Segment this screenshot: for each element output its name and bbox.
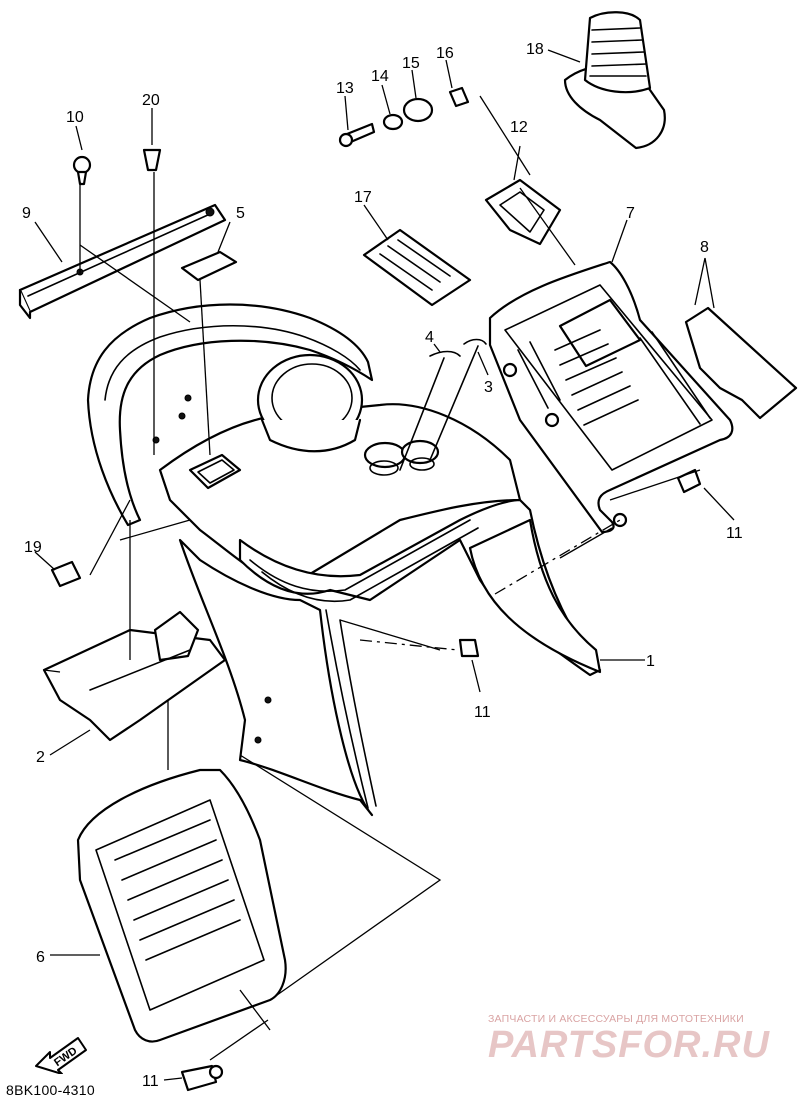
callout-11-right: 11 xyxy=(726,525,743,542)
pad-part-5 xyxy=(180,250,238,282)
fasteners xyxy=(50,86,702,1092)
cover-part-2 xyxy=(42,610,227,742)
callout-pointers xyxy=(34,49,735,1081)
callout-17: 17 xyxy=(354,189,372,206)
callout-12: 12 xyxy=(510,119,528,136)
callout-11-center: 11 xyxy=(474,704,491,721)
callout-6: 6 xyxy=(36,949,45,966)
callout-3: 3 xyxy=(484,379,493,396)
front-cowl-part-1 xyxy=(86,303,602,817)
rail-bracket-part-9 xyxy=(18,203,227,320)
drawing-code: 8BK100-4310 xyxy=(6,1082,95,1098)
watermark-logo: PARTSFOR.RU xyxy=(488,1024,770,1066)
callout-19: 19 xyxy=(24,539,42,556)
leader-lines xyxy=(43,95,701,1061)
watermark-tagline: ЗАПЧАСТИ И АКСЕССУАРЫ ДЛЯ МОТОТЕХНИКИ xyxy=(488,1013,744,1025)
callout-11-bottom: 11 xyxy=(142,1073,159,1090)
callout-1: 1 xyxy=(646,653,655,670)
callout-9: 9 xyxy=(22,205,31,222)
callout-13: 13 xyxy=(336,80,354,97)
callout-4: 4 xyxy=(425,329,434,346)
callout-10: 10 xyxy=(66,109,84,126)
forward-arrow-icon: FWD xyxy=(35,1037,87,1074)
bracket-part-12 xyxy=(484,178,562,246)
callout-8: 8 xyxy=(700,239,709,256)
strip-part-8 xyxy=(684,306,798,420)
right-panel-part-7 xyxy=(488,260,734,534)
callout-15: 15 xyxy=(402,55,420,72)
callout-numbers: 1 2 3 4 5 6 7 8 9 10 11 11 11 12 13 14 1… xyxy=(22,41,743,1090)
lower-panel-part-6 xyxy=(76,768,287,1043)
callout-2: 2 xyxy=(36,749,45,766)
callout-16: 16 xyxy=(436,45,454,62)
callout-7: 7 xyxy=(626,205,635,222)
callout-20: 20 xyxy=(142,92,160,109)
callout-14: 14 xyxy=(371,68,389,85)
boot-part-18 xyxy=(563,11,666,150)
callout-18: 18 xyxy=(526,41,544,58)
callout-5: 5 xyxy=(236,205,245,222)
label-plate-part-17 xyxy=(362,228,472,307)
